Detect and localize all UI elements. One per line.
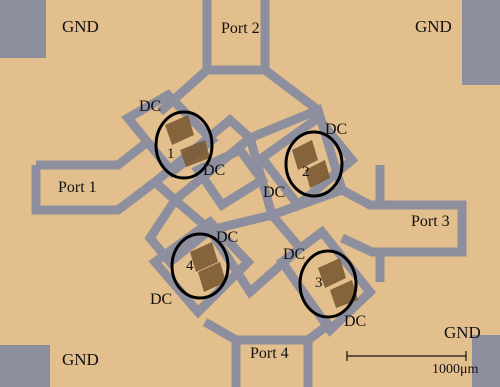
marker-circle-2 [284,130,344,198]
metal-traces [31,0,467,387]
gnd-pad-top-left [0,0,46,58]
housing-3 [275,225,377,337]
port-2-label: Port 2 [221,20,260,37]
housing-2 [255,111,359,212]
port-1-label: Port 1 [58,179,97,196]
switch-markers [154,110,358,319]
gnd-pad-bottom-left [0,345,50,387]
gnd-label-top-right: GND [415,17,452,36]
gnd-label-bottom-left: GND [62,350,99,369]
dc-pads [165,115,358,308]
dc-label: DC [150,291,173,308]
dc-label: DC [344,313,367,330]
port1-feed [31,136,158,215]
port4-feed [231,335,313,387]
dc-label: DC [203,162,226,179]
switch-number-3: 3 [315,275,323,291]
scale-bar [346,351,467,361]
scale-bar-label: 1000μm [432,362,479,377]
port2-feed [202,0,270,75]
coupler-inner [191,144,269,212]
gnd-label-top-left: GND [62,17,99,36]
dc-label: DC [283,246,306,263]
gnd-label-bottom-right: GND [444,323,481,342]
marker-circle-3 [298,249,358,319]
switch-number-1: 1 [167,146,175,162]
port3-feed [339,186,467,257]
switch-number-4: 4 [186,258,194,274]
dc-label: DC [325,121,348,138]
gnd-pad-top-right [462,0,500,85]
dc-label: DC [263,184,286,201]
switch-number-2: 2 [302,164,310,180]
marker-circle-4 [170,232,230,300]
port-3-label: Port 3 [411,213,450,230]
gnd-pad-bottom-right [472,335,500,387]
port-4-label: Port 4 [250,345,289,362]
dc-label: DC [139,98,162,115]
dc-label: DC [216,229,239,246]
marker-circle-1 [154,110,214,180]
